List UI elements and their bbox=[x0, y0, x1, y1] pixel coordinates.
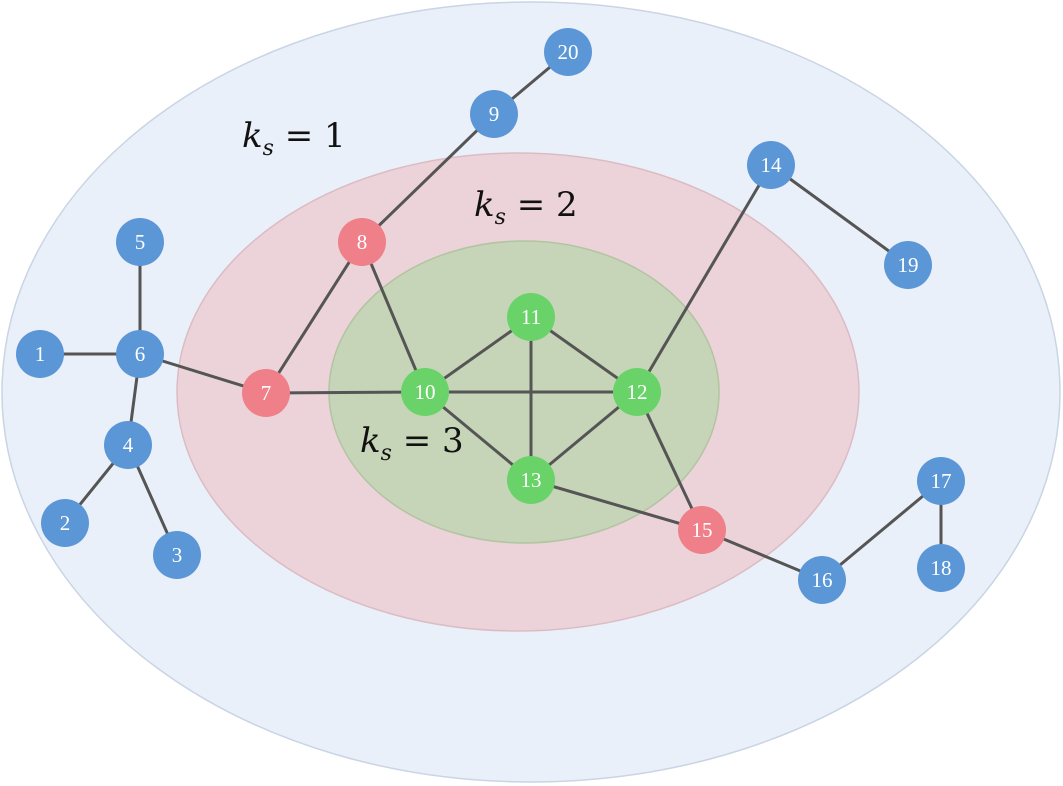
node-6: 6 bbox=[116, 330, 164, 378]
node-8-circle bbox=[338, 218, 386, 266]
node-15-circle bbox=[678, 506, 726, 554]
node-10-circle bbox=[401, 368, 449, 416]
node-20-label: 20 bbox=[558, 40, 579, 64]
node-13-circle bbox=[507, 456, 555, 504]
edge-12-14 bbox=[635, 163, 773, 394]
edge-13-15 bbox=[529, 478, 704, 532]
node-4: 4 bbox=[104, 421, 152, 469]
node-16-circle bbox=[798, 556, 846, 604]
shell-1-label-sub: s bbox=[263, 136, 274, 161]
node-18-circle bbox=[917, 544, 965, 592]
shell-3-label-sub: s bbox=[381, 441, 392, 466]
node-10: 10 bbox=[401, 368, 449, 416]
edge-12-15 bbox=[635, 390, 704, 532]
node-1-label: 1 bbox=[35, 342, 46, 366]
node-17: 17 bbox=[917, 457, 965, 505]
node-7-label: 7 bbox=[261, 381, 272, 405]
node-9: 9 bbox=[470, 90, 518, 138]
node-7: 7 bbox=[242, 369, 290, 417]
edge-7-10 bbox=[264, 390, 427, 395]
node-14: 14 bbox=[747, 141, 795, 189]
node-5-circle bbox=[116, 218, 164, 266]
shell-3-label-rest: = 3 bbox=[392, 421, 464, 461]
node-12-circle bbox=[613, 368, 661, 416]
node-14-label: 14 bbox=[761, 153, 783, 177]
node-10-label: 10 bbox=[415, 380, 436, 404]
node-1: 1 bbox=[16, 330, 64, 378]
node-5-label: 5 bbox=[135, 230, 146, 254]
node-6-label: 6 bbox=[135, 342, 146, 366]
node-17-circle bbox=[917, 457, 965, 505]
node-3-circle bbox=[153, 531, 201, 579]
node-13-label: 13 bbox=[521, 468, 542, 492]
node-19-label: 19 bbox=[898, 253, 919, 277]
node-18-label: 18 bbox=[931, 556, 952, 580]
shell-3-label-k: k bbox=[360, 421, 381, 461]
node-5: 5 bbox=[116, 218, 164, 266]
node-16-label: 16 bbox=[812, 568, 833, 592]
edge-14-19 bbox=[769, 163, 910, 267]
node-15-label: 15 bbox=[692, 518, 713, 542]
node-8: 8 bbox=[338, 218, 386, 266]
node-2-label: 2 bbox=[60, 511, 71, 535]
node-19: 19 bbox=[884, 241, 932, 289]
node-16: 16 bbox=[798, 556, 846, 604]
node-1-circle bbox=[16, 330, 64, 378]
node-4-label: 4 bbox=[123, 433, 134, 457]
node-11-label: 11 bbox=[521, 305, 541, 329]
shell-3-label: ks = 3 bbox=[360, 421, 464, 466]
node-19-circle bbox=[884, 241, 932, 289]
node-20: 20 bbox=[544, 28, 592, 76]
node-11: 11 bbox=[507, 293, 555, 341]
shell-1-label: ks = 1 bbox=[242, 116, 346, 161]
node-8-label: 8 bbox=[357, 230, 368, 254]
node-13: 13 bbox=[507, 456, 555, 504]
node-9-label: 9 bbox=[489, 102, 500, 126]
node-11-circle bbox=[507, 293, 555, 341]
node-3: 3 bbox=[153, 531, 201, 579]
node-4-circle bbox=[104, 421, 152, 469]
shell-1-label-rest: = 1 bbox=[274, 116, 346, 156]
node-17-label: 17 bbox=[931, 469, 952, 493]
node-20-circle bbox=[544, 28, 592, 76]
node-7-circle bbox=[242, 369, 290, 417]
shell-1-label-k: k bbox=[242, 116, 263, 156]
node-12-label: 12 bbox=[627, 380, 648, 404]
shell-2-label-sub: s bbox=[495, 205, 506, 230]
node-18: 18 bbox=[917, 544, 965, 592]
node-2: 2 bbox=[41, 499, 89, 547]
node-14-circle bbox=[747, 141, 795, 189]
shell-labels: ks = 1 ks = 2 ks = 3 bbox=[242, 116, 578, 466]
shell-2-label-k: k bbox=[474, 185, 495, 225]
edge-8-9 bbox=[360, 112, 496, 244]
shell-2-label-rest: = 2 bbox=[506, 185, 578, 225]
edge-16-17 bbox=[820, 479, 943, 582]
shell-2-label: ks = 2 bbox=[474, 185, 578, 230]
node-2-circle bbox=[41, 499, 89, 547]
node-15: 15 bbox=[678, 506, 726, 554]
node-3-label: 3 bbox=[172, 543, 183, 567]
node-6-circle bbox=[116, 330, 164, 378]
node-9-circle bbox=[470, 90, 518, 138]
node-12: 12 bbox=[613, 368, 661, 416]
edge-8-10 bbox=[360, 240, 427, 394]
edge-7-8 bbox=[264, 240, 364, 395]
